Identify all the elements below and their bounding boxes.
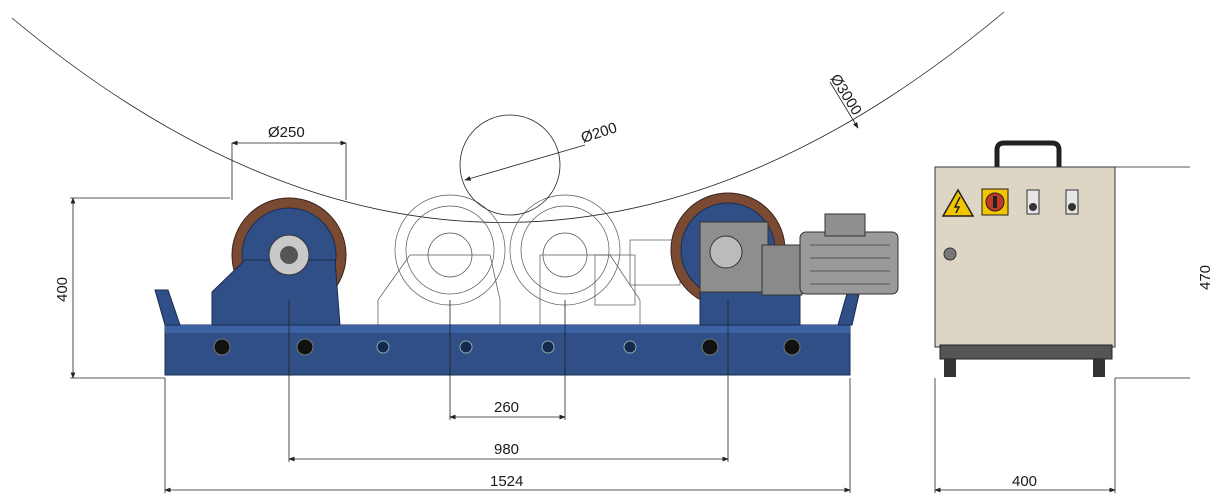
cabinet-height-label: 470	[1197, 265, 1213, 290]
high-voltage-warning-icon	[941, 188, 975, 217]
cabinet-width-label: 400	[1012, 473, 1037, 490]
vessel-outline-arc	[11, 11, 1005, 223]
control-cabinet	[934, 140, 1116, 377]
dimension-lines	[70, 81, 1190, 493]
center-distance-label: 980	[494, 441, 519, 458]
min-center-distance-label: 260	[494, 399, 519, 416]
min-pipe-diameter-label: Ø200	[579, 119, 619, 147]
idler-roller-left	[211, 197, 347, 356]
height-label: 400	[54, 277, 71, 302]
rotator-frame	[154, 289, 861, 376]
overall-length-label: 1524	[490, 473, 523, 490]
power-switch-icon	[981, 188, 1009, 216]
vessel-diameter-label: Ø3000	[827, 71, 865, 118]
wheel-diameter-label: Ø250	[268, 124, 305, 141]
min-pipe-circle	[459, 114, 561, 216]
drive-roller-right	[670, 192, 899, 356]
